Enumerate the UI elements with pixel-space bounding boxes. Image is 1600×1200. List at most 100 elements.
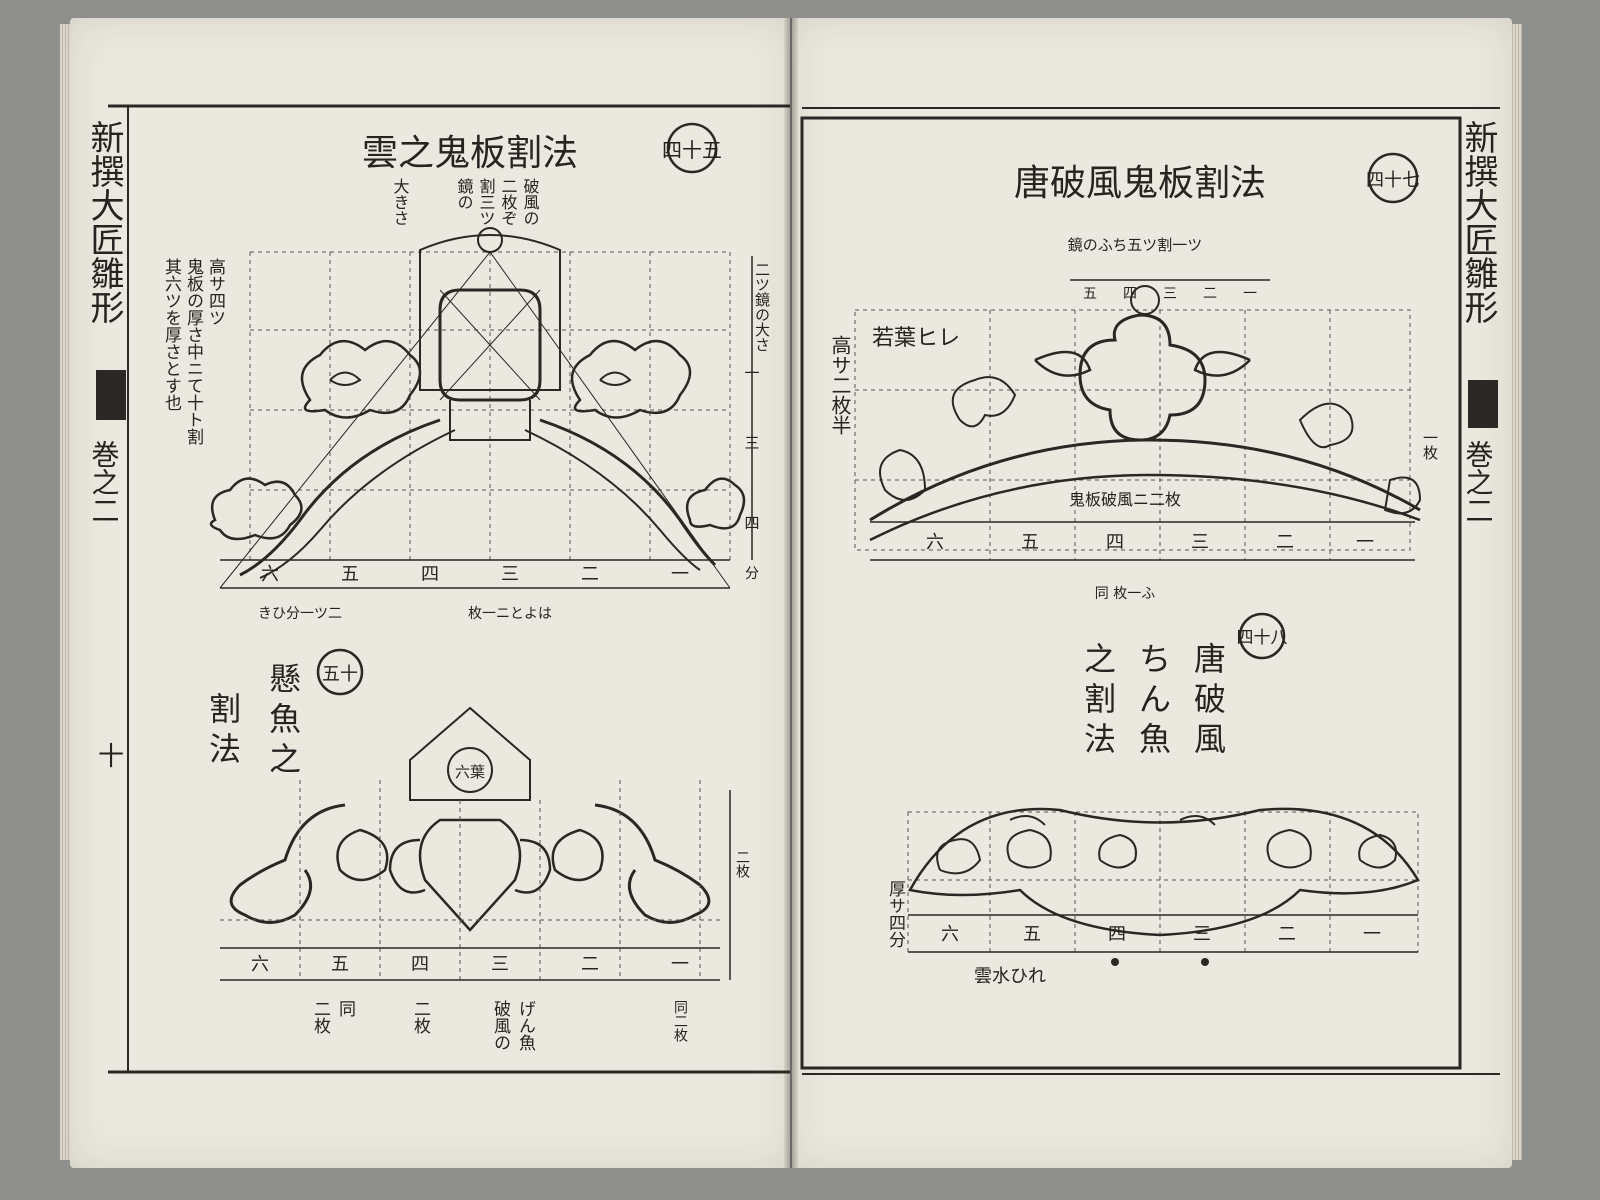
figure-48-seg-2: 二 (1278, 924, 1296, 945)
right-page (792, 18, 1512, 1168)
figure-45-title: 雲之鬼板割法 (362, 133, 578, 174)
figure-50-seg-4: 四 (411, 954, 429, 975)
figure-47-top-seg-4: 四 (1123, 286, 1137, 302)
figure-47-label-bottom: 鬼板破風ニ二枚 (1069, 490, 1181, 509)
figure-48-seg-4: 四 (1108, 924, 1126, 945)
left-page-frame (108, 104, 790, 1074)
left-page-number: 十 (98, 742, 124, 772)
figure-50-number: 五十 (322, 664, 358, 685)
figure-50-seg-1: 一 (671, 954, 689, 975)
right-spine-label: 新撰大匠雛形 (1458, 120, 1498, 324)
figure-48-title-5: ん (1139, 680, 1171, 718)
figure-45-tick-4: 四 (744, 514, 759, 532)
figure-50-center-label: 六葉 (455, 763, 485, 781)
figure-45: 四十五 雲之鬼板割法 破風の 二枚ぞ 割三ツ 鏡の 大きさ 高サ四ツ 鬼板の厚さ… (161, 122, 771, 622)
figure-48-title-1: 唐 (1194, 640, 1226, 678)
figure-47-note-top: 鏡のふち五ツ割一ツ (1068, 236, 1203, 254)
figure-48-title-3: 風 (1194, 720, 1226, 758)
figure-50-title-5: 法 (209, 730, 241, 768)
figure-50-seg-5: 五 (331, 954, 349, 975)
figure-45-seg-3: 三 (501, 564, 519, 585)
figure-47-seg-5: 五 (1021, 532, 1039, 553)
figure-50-note-5: 二枚 (410, 1000, 431, 1034)
figure-47-number: 四十七 (1366, 170, 1420, 191)
figure-50-title-2: 魚 (269, 700, 301, 738)
figure-45-note-4: 鏡の (455, 177, 474, 210)
figure-48-seg-1: 一 (1363, 924, 1381, 945)
figure-48-note-bottom: 雲水ひれ (974, 966, 1046, 987)
figure-47-label-inner: 若葉ヒレ (872, 326, 960, 351)
left-volume-label: 巻之二 (88, 440, 121, 524)
page-edges-right (1510, 24, 1522, 1160)
figure-48-title-2: 破 (1194, 680, 1226, 718)
figure-50-seg-6: 六 (251, 954, 269, 975)
figure-45-bottom-note-left: きひ分一ツ二 (258, 606, 342, 622)
figure-45-note-3: 割三ツ (477, 178, 496, 226)
figure-50-title-1: 懸 (269, 660, 301, 698)
figure-47-seg-6: 六 (926, 532, 944, 553)
figure-48-title-7: 之 (1084, 640, 1116, 678)
figure-45-bottom-note-right: 枚一ニとよは (468, 606, 552, 622)
figure-50-title-3: 之 (269, 740, 301, 778)
figure-48-label-left: 厚サ四分 (885, 880, 906, 948)
figure-50-note-2: 二枚 (310, 1000, 331, 1034)
figure-48-number: 四十八 (1237, 628, 1288, 648)
figure-47-top-seg-3: 三 (1163, 286, 1177, 302)
right-page-frame (800, 107, 1500, 1075)
figure-48-title-4: ち (1139, 640, 1171, 678)
left-page (70, 18, 790, 1168)
figure-45-seg-5: 五 (341, 564, 359, 585)
figure-45-tick-1: 一 (744, 364, 759, 382)
figure-45-tick-3: 三 (744, 434, 759, 452)
figure-50-title-4: 割 (209, 690, 241, 728)
figure-45-tick-5: 分 (745, 566, 759, 582)
figure-47-top-seg-5: 五 (1083, 286, 1097, 302)
figure-47-top-seg-2: 二 (1203, 286, 1217, 302)
right-volume-label: 巻之二 (1462, 440, 1495, 524)
left-spine-black-mark (96, 370, 126, 420)
figure-50-note-4: げん魚 (515, 1000, 536, 1051)
figure-45-left-note-3: 其六ツを厚さとす也 (161, 258, 182, 411)
figure-47-seg-4: 四 (1106, 532, 1124, 553)
figure-50-seg-2: 二 (581, 954, 599, 975)
book-gutter (784, 18, 798, 1168)
figure-50-note-6: 同二枚 (672, 1000, 688, 1042)
figure-50-seg-3: 三 (491, 954, 509, 975)
figure-48: 四十八 唐 破 風 ち ん 魚 之 割 法 (885, 612, 1420, 987)
figure-48-title-6: 魚 (1139, 720, 1171, 758)
figure-47-top-seg-1: 一 (1243, 286, 1257, 302)
figure-50-note-3: 破風の (490, 1000, 511, 1051)
figure-47: 四十七 唐破風鬼板割法 鏡のふち五ツ割一ツ 五 四 三 二 一 若葉ヒレ (828, 152, 1439, 602)
figure-48-title-8: 割 (1084, 680, 1116, 718)
figure-47-label-left: 高サ二枚半 (828, 335, 852, 435)
figure-45-number: 四十五 (662, 138, 722, 162)
figure-45-left-note-2: 鬼板の厚さ中ニて十ト割 (183, 258, 204, 446)
figure-47-seg-2: 二 (1276, 532, 1294, 553)
figure-48-seg-6: 六 (941, 924, 959, 945)
figure-50-note-1: 同 (335, 1000, 355, 1018)
figure-45-seg-1: 一 (671, 564, 689, 585)
figure-45-seg-2: 二 (581, 564, 599, 585)
figure-45-left-note-1: 高サ四ツ (205, 258, 225, 326)
figure-45-seg-6: 六 (261, 564, 279, 585)
figure-47-bottom-note: 同 枚一ふ (1095, 586, 1155, 602)
figure-50: 五十 懸 魚 之 割 法 六葉 (209, 648, 750, 1051)
figure-45-note-1: 破風の (521, 178, 540, 226)
figure-45-seg-4: 四 (421, 564, 439, 585)
figure-47-seg-3: 三 (1191, 532, 1209, 553)
figure-47-right-note: 一枚 (1421, 430, 1439, 460)
page-edges-left (60, 24, 72, 1160)
figure-48-seg-3: 三 (1193, 924, 1211, 945)
figure-45-side-right: 二ツ鏡の大さ (753, 262, 771, 352)
right-spine-black-mark (1468, 380, 1498, 428)
figure-45-note-5: 大きさ (391, 178, 410, 226)
figure-47-title: 唐破風鬼板割法 (1014, 163, 1266, 204)
figure-48-seg-5: 五 (1023, 924, 1041, 945)
figure-47-seg-1: 一 (1356, 532, 1374, 553)
figure-50-right-note: 二枚 (734, 850, 750, 878)
figure-45-note-2: 二枚ぞ (499, 178, 518, 226)
figure-48-title-9: 法 (1084, 720, 1116, 758)
left-spine-label: 新撰大匠雛形 (84, 120, 124, 324)
